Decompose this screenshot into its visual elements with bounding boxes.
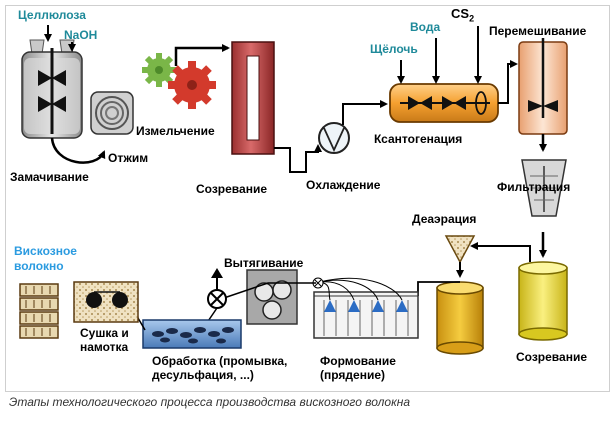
cs2-subscript-text: 2 bbox=[469, 13, 475, 24]
stage-spinning-label-line1: Формование bbox=[320, 354, 396, 368]
mixing-tank bbox=[518, 38, 568, 135]
stage-drying-label-line2: намотка bbox=[80, 340, 129, 354]
spinning-bath bbox=[312, 277, 419, 339]
fiber-bales bbox=[19, 283, 59, 339]
stage-drawing-label: Вытягивание bbox=[224, 256, 304, 270]
stage-mixing-label: Перемешивание bbox=[489, 24, 587, 38]
ripening-to-deaeration-arrow bbox=[470, 242, 531, 262]
soak-to-press-arrow bbox=[50, 137, 106, 164]
stage-filtration-label: Фильтрация bbox=[497, 180, 571, 194]
figure-caption: Этапы технологического процесса производ… bbox=[9, 395, 411, 409]
xanth-to-mixing-arrow bbox=[498, 60, 518, 104]
stage-spinning-label-line2: (прядение) bbox=[320, 368, 386, 382]
fiber-path-drawing bbox=[217, 282, 316, 301]
stage-soaking-label: Замачивание bbox=[10, 170, 89, 184]
input-naoh-label: NaOH bbox=[64, 28, 98, 42]
input-alkali-label: Щёлочь bbox=[370, 42, 418, 56]
stage-drying-label-line1: Сушка и bbox=[80, 326, 129, 340]
stage-pressing-label: Отжим bbox=[108, 151, 149, 165]
deaeration-funnel bbox=[444, 235, 476, 264]
grinder-gears bbox=[142, 53, 216, 109]
stage-ripening1-label: Созревание bbox=[196, 182, 267, 196]
stage-grinding-label: Измельчение bbox=[136, 124, 215, 138]
drawing-unit bbox=[246, 269, 298, 325]
dryer-winder bbox=[73, 281, 139, 323]
stage-treatment-label-line2: десульфация, ...) bbox=[152, 368, 254, 382]
soaking-vessel bbox=[21, 39, 83, 139]
xanthation-vessel bbox=[389, 83, 499, 123]
input-cellulose-label: Целлюлоза bbox=[18, 8, 86, 22]
stage-treatment-label-line1: Обработка (промывка, bbox=[152, 354, 288, 368]
input-water-label: Вода bbox=[410, 20, 441, 34]
stage-deaeration-label: Деаэрация bbox=[412, 212, 477, 226]
diagram-frame bbox=[5, 5, 610, 392]
aging-to-cooling-pipe bbox=[274, 144, 322, 173]
input-cs2-label: CS2 bbox=[451, 7, 474, 26]
filter-funnel bbox=[521, 159, 567, 217]
cooler bbox=[318, 122, 350, 154]
cs2-main-text: CS bbox=[451, 6, 470, 21]
grind-to-aging-arrow bbox=[174, 44, 230, 66]
aging-tank bbox=[231, 41, 275, 155]
treatment-feed-valve bbox=[207, 289, 227, 309]
output-label-line1: Вискозное bbox=[14, 244, 77, 258]
stage-ripening2-label: Созревание bbox=[516, 350, 587, 364]
treatment-bath bbox=[142, 319, 242, 349]
output-label-line2: волокно bbox=[14, 259, 64, 273]
press-roll bbox=[90, 91, 134, 135]
spinning-solution-tank bbox=[436, 281, 484, 355]
stage-xanthation-label: Ксантогенация bbox=[374, 132, 463, 146]
cooling-to-xanth-arrow bbox=[342, 100, 388, 125]
valve-cap bbox=[211, 268, 223, 278]
ripening-tank bbox=[518, 261, 568, 341]
stage-cooling-label: Охлаждение bbox=[306, 178, 381, 192]
